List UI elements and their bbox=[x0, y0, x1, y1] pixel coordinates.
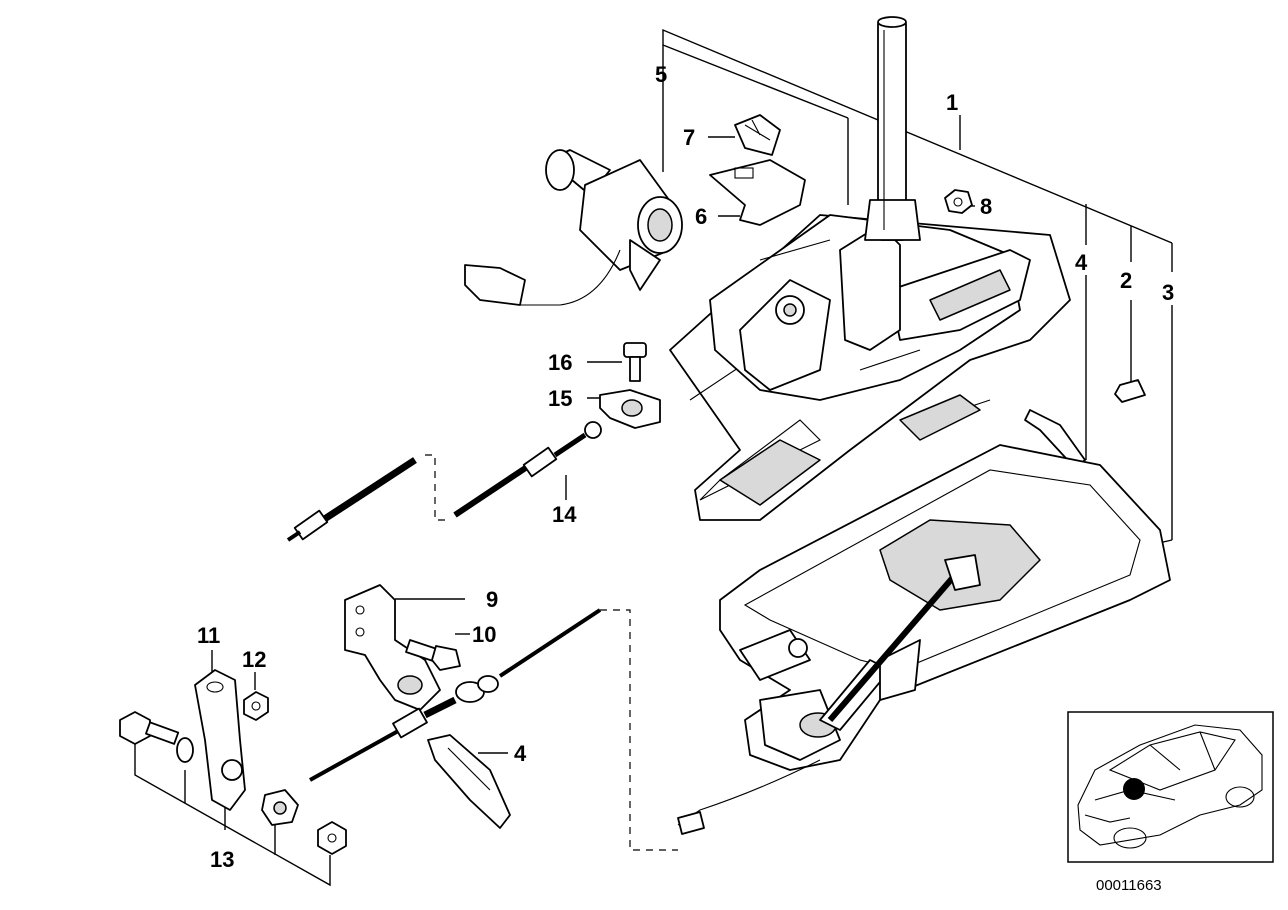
callout-9: 9 bbox=[486, 587, 498, 612]
shifter-housing-part bbox=[669, 16, 1146, 521]
callout-2: 2 bbox=[1120, 268, 1132, 293]
solenoid-part bbox=[464, 149, 683, 306]
connector-part-7 bbox=[734, 114, 781, 156]
callout-4-upper: 4 bbox=[1075, 250, 1088, 275]
callout-16: 16 bbox=[548, 350, 572, 375]
bolt-part-13 bbox=[119, 711, 180, 745]
callout-6: 6 bbox=[695, 204, 707, 229]
bolt-part-10 bbox=[405, 639, 461, 671]
callout-1: 1 bbox=[946, 90, 958, 115]
callout-13: 13 bbox=[210, 847, 234, 872]
locator-inset bbox=[1067, 711, 1274, 863]
leader-lines bbox=[134, 28, 1173, 887]
callout-15: 15 bbox=[548, 386, 572, 411]
callout-5: 5 bbox=[655, 62, 667, 87]
bracket-part-9 bbox=[344, 584, 441, 711]
gate-cable-part bbox=[677, 554, 981, 835]
callout-10: 10 bbox=[472, 622, 496, 647]
washer-part-13 bbox=[176, 737, 194, 763]
location-marker-icon bbox=[1123, 778, 1145, 800]
document-number: 00011663 bbox=[1096, 877, 1162, 894]
callout-4-lower: 4 bbox=[514, 741, 527, 766]
bolt-part-16 bbox=[623, 342, 647, 382]
lever-part-11 bbox=[194, 669, 246, 811]
bushing-part-13 bbox=[261, 789, 299, 826]
callout-3: 3 bbox=[1162, 280, 1174, 305]
callout-11: 11 bbox=[197, 623, 220, 648]
selector-cable-part bbox=[309, 608, 602, 782]
callout-14: 14 bbox=[552, 502, 577, 527]
callout-7: 7 bbox=[683, 125, 695, 150]
callout-8: 8 bbox=[980, 194, 992, 219]
cable-part-14 bbox=[286, 421, 602, 542]
clamp-part-15 bbox=[599, 389, 661, 429]
nut-part-8 bbox=[944, 189, 973, 214]
nut-part-13 bbox=[317, 821, 347, 855]
nut-part-12 bbox=[243, 691, 269, 721]
bracket-part-6 bbox=[709, 159, 806, 226]
callout-12: 12 bbox=[242, 647, 266, 672]
clip-part-4 bbox=[427, 734, 511, 829]
callout-labels: 1 2 3 4 4 5 6 7 8 9 10 11 12 13 14 15 16 bbox=[197, 62, 1174, 872]
